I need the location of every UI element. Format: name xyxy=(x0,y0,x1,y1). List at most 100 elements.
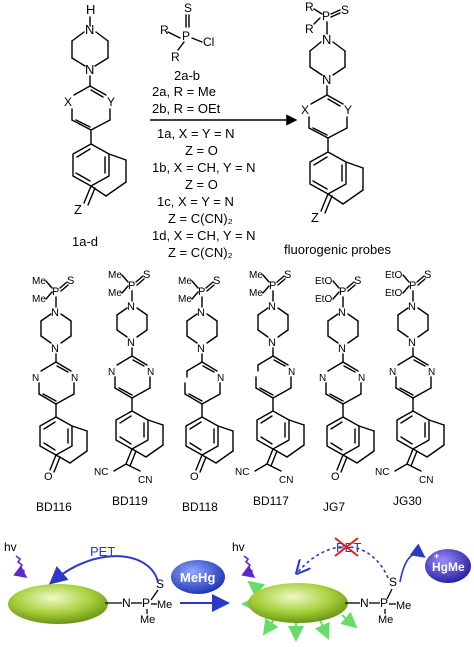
mech-left-p: P xyxy=(142,596,150,610)
hv-arrow-right xyxy=(241,555,256,578)
pet-arrow xyxy=(48,555,159,585)
probe-ring-n: N xyxy=(217,373,224,384)
product-r-2: R xyxy=(305,22,314,36)
probe-ring-n1: N xyxy=(389,367,396,378)
probe-ring-n2: N xyxy=(147,367,154,378)
mech-left-s: S xyxy=(156,577,164,591)
probe-sub-1: Me xyxy=(249,270,263,281)
reagent-condition-1: 2a, R = Me xyxy=(152,84,216,99)
reactant-h-atom: H xyxy=(86,2,95,17)
probe-top-n: N xyxy=(268,301,276,313)
condition-1d-z: Z = C(CN)₂ xyxy=(168,245,233,260)
probe-nc: NC xyxy=(235,467,249,478)
probe-top-n: N xyxy=(197,307,205,319)
condition-1d: 1d, X = CH, Y = N xyxy=(152,228,256,243)
probe-sub-1: Me xyxy=(178,276,192,287)
probe-p-atom: P xyxy=(409,280,416,292)
probe-top-n: N xyxy=(127,301,135,313)
probe-bottom-n: N xyxy=(127,337,135,349)
probe-sub-2: Me xyxy=(108,288,122,299)
hgme-label: HgMe xyxy=(432,560,465,574)
probe-sub-1: EtO xyxy=(385,270,402,281)
probe-ketone-o: O xyxy=(190,471,199,483)
probe-sub-2: Me xyxy=(32,294,46,305)
probe-ring-n2: N xyxy=(428,367,435,378)
probe-ring-n1: N xyxy=(319,373,326,384)
probe-bottom-n: N xyxy=(338,343,346,355)
cross-line-2 xyxy=(334,537,359,557)
probe-cn: CN xyxy=(138,475,152,486)
mech-left-n: N xyxy=(122,596,131,610)
condition-1c-z: Z = C(CN)₂ xyxy=(168,211,233,226)
mehg-sphere xyxy=(171,560,225,594)
probe-p-atom: P xyxy=(128,280,135,292)
hgme-sphere xyxy=(425,549,471,583)
hv-label-left: hv xyxy=(4,540,17,554)
product-r-1: R xyxy=(305,0,314,14)
reactant-ring-y: Y xyxy=(107,95,115,109)
reagent-structure: S P R R Cl 2a-b xyxy=(160,1,214,83)
probe-ring-n1: N xyxy=(32,373,39,384)
mech-left-me-1: Me xyxy=(157,599,172,611)
hv-label-right: hv xyxy=(232,540,245,554)
probe-sub-1: Me xyxy=(108,270,122,281)
product-exo-z: Z xyxy=(311,210,319,225)
probe-p-atom: P xyxy=(269,280,276,292)
pet-label: PET xyxy=(90,544,115,559)
reagent-cl-atom: Cl xyxy=(203,35,214,49)
condition-1b-z: Z = O xyxy=(185,177,218,192)
reagent-condition-2: 2b, R = OEt xyxy=(152,101,221,116)
probe-cn: CN xyxy=(419,475,433,486)
mech-right-me-2: Me xyxy=(378,614,393,626)
probe-s-atom: S xyxy=(67,275,74,287)
reactant-exo-z: Z xyxy=(74,202,82,217)
mech-left-me-2: Me xyxy=(140,614,155,626)
probe-ketone-o: O xyxy=(44,471,53,483)
probe-ring-n2: N xyxy=(358,373,365,384)
probe-sub-2: Me xyxy=(249,288,263,299)
probe-ketone-o: O xyxy=(331,471,340,483)
probe-bottom-n: N xyxy=(197,343,205,355)
probe-top-n: N xyxy=(51,307,59,319)
probe-name: BD117 xyxy=(253,494,289,508)
probe-top-n: N xyxy=(408,301,416,313)
probe-s-atom: S xyxy=(213,275,220,287)
reactant-ring-x: X xyxy=(64,95,72,109)
probe-bottom-n: N xyxy=(408,337,416,349)
probe-sub-2: Me xyxy=(178,294,192,305)
blocked-pet-arrow xyxy=(298,546,389,579)
reactant-structure: H N N X Y Z 1a-d xyxy=(64,2,127,249)
probe-ring-n2: N xyxy=(71,373,78,384)
probe-bottom-n: N xyxy=(51,343,59,355)
probe-name: BD118 xyxy=(182,500,218,514)
reagent-p-atom: P xyxy=(182,29,190,43)
probe-s-atom: S xyxy=(354,275,361,287)
probe-sub-1: Me xyxy=(32,276,46,287)
reaction-conditions: 2a, R = Me 2b, R = OEt 1a, X = Y = N Z =… xyxy=(150,84,298,260)
condition-1a: 1a, X = Y = N xyxy=(157,126,235,141)
probe-top-n: N xyxy=(338,307,346,319)
probe-ring-n: N xyxy=(288,367,295,378)
product-p-atom: P xyxy=(322,9,330,23)
reactant-label: 1a-d xyxy=(72,234,98,249)
product-structure: R P S R N N X Y xyxy=(284,0,391,257)
probe-name: BD116 xyxy=(36,500,72,514)
hgme-charge: + xyxy=(434,551,439,561)
probe-sub-2: EtO xyxy=(385,288,402,299)
probe-nc: NC xyxy=(375,467,389,478)
probe-bottom-n: N xyxy=(268,337,276,349)
coordination-arrow xyxy=(399,543,426,583)
probe-sub-2: EtO xyxy=(315,294,332,305)
product-top-n: N xyxy=(322,32,331,47)
product-label: fluorogenic probes xyxy=(284,242,391,257)
product-s-atom: S xyxy=(341,3,349,17)
probe-s-atom: S xyxy=(143,269,150,281)
reactant-top-n: N xyxy=(85,22,94,37)
mech-right-n: N xyxy=(360,596,369,610)
mechanism-right: N P S Me Me PET HgMe + hv xyxy=(232,537,471,642)
probe-name: JG30 xyxy=(393,494,422,508)
probe-sub-1: EtO xyxy=(315,276,332,287)
